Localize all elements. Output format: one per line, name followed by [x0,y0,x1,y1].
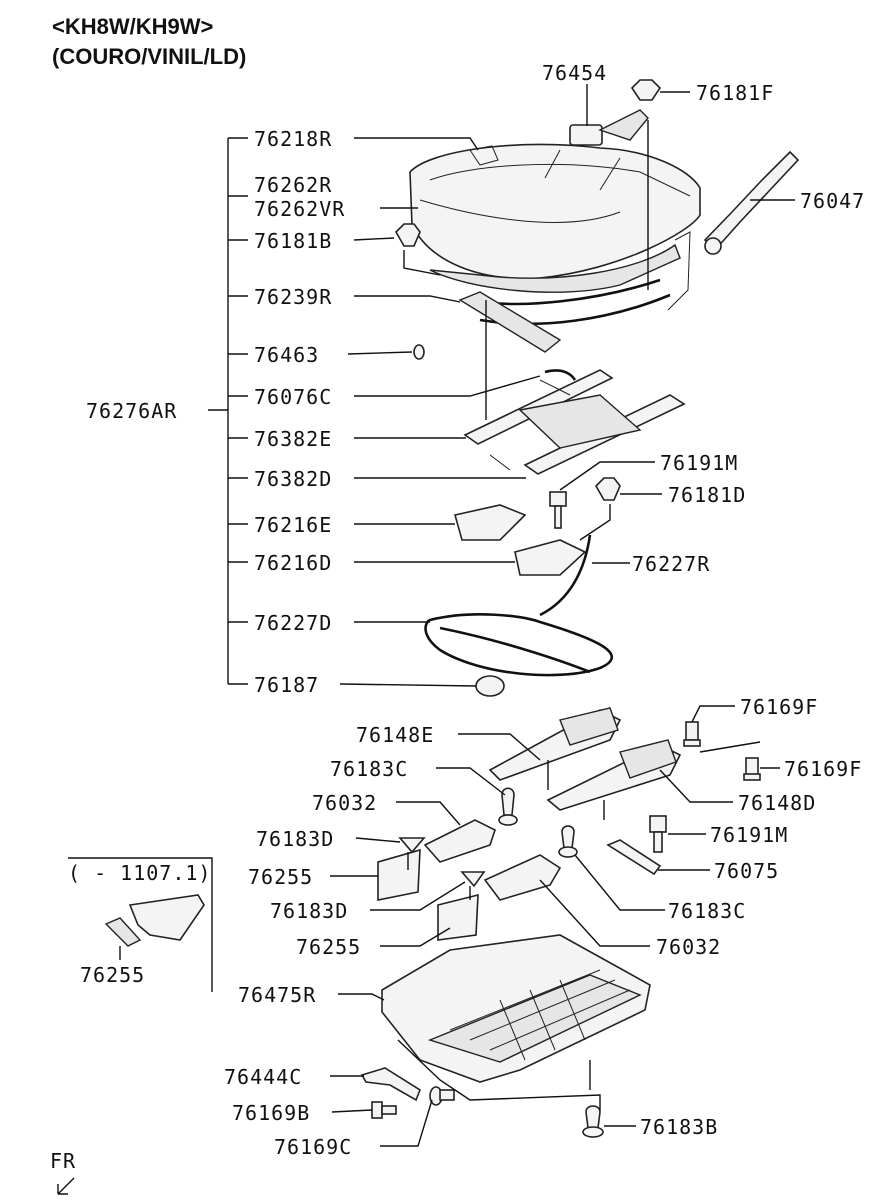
label-76227d: 76227D [254,611,332,635]
clip-76463-drawing [413,344,425,360]
label-76382e: 76382E [254,427,332,451]
strap-76047-drawing [703,150,800,255]
label-76169b: 76169B [232,1101,310,1125]
label-76444c: 76444C [224,1065,302,1089]
label-76181f: 76181F [696,81,774,105]
label-76216d: 76216D [254,551,332,575]
label-76075: 76075 [714,859,779,883]
bracket-76444c-drawing [360,1067,421,1102]
label-76148d: 76148D [738,791,816,815]
bolt-76191m-upper-drawing [549,491,567,529]
screw-76169f-lower-drawing [743,757,761,781]
inset-cover-drawing [104,894,205,947]
label-76216e: 76216E [254,513,332,537]
label-76191m-lower: 76191M [710,823,788,847]
label-76187: 76187 [254,673,319,697]
bracket-76148e-drawing [488,707,622,781]
label-76148e: 76148E [356,723,434,747]
seat-rails-drawing [463,369,686,475]
label-76047: 76047 [800,189,865,213]
bolt-76191m-lower-drawing [649,815,667,853]
label-76183c-left: 76183C [330,757,408,781]
label-76276ar: 76276AR [86,399,177,423]
label-76183d-lower: 76183D [270,899,348,923]
label-76169c: 76169C [274,1135,352,1159]
label-76169f-lower: 76169F [784,757,862,781]
bracket-76148d-drawing [546,739,682,811]
label-76262vr: 76262VR [254,197,345,221]
adjuster-76216e-drawing [454,504,527,541]
label-76475r: 76475R [238,983,316,1007]
bracket-76032-lower-drawing [483,854,562,901]
adjuster-76216d-drawing [514,539,587,576]
label-76262r: 76262R [254,173,332,197]
label-76076c: 76076C [254,385,332,409]
bracket-76032-upper-drawing [423,819,496,863]
seat-cushion-drawing [409,143,701,293]
label-76255-lower: 76255 [296,935,361,959]
label-76169f-upper: 76169F [740,695,818,719]
label-76218r: 76218R [254,127,332,151]
belt-buckle-drawing [569,109,649,146]
label-76181b: 76181B [254,229,332,253]
label-76191m-upper: 76191M [660,451,738,475]
clip-76183d-lower-drawing [460,871,486,888]
screw-76169b-drawing [371,1101,397,1119]
label-76239r: 76239R [254,285,332,309]
label-76183b: 76183B [640,1115,718,1139]
cover-76255-lower-drawing [437,893,479,941]
part-labels: 76454 76181F 76218R 76262R 76262VR 76047… [68,61,865,1159]
label-76255-upper: 76255 [248,865,313,889]
screw-76169f-upper-drawing [683,721,701,747]
label-76032-lower: 76032 [656,935,721,959]
link-76075-drawing [606,839,662,876]
nut-76181b-drawing [395,223,421,247]
cables-drawing [424,534,614,677]
trim-heading: (COURO/VINIL/LD) [52,44,246,69]
label-76032-upper: 76032 [312,791,377,815]
leader-lines [68,84,795,1147]
clip-76183d-upper-drawing [398,837,426,854]
label-76227r: 76227R [632,552,710,576]
seat-pan-76475r-drawing [381,934,651,1083]
front-direction-indicator: FR [50,1149,76,1195]
label-76183c-right: 76183C [668,899,746,923]
screw-76169c-drawing [429,1086,455,1106]
seat-frame-drawing [458,231,691,353]
front-label: FR [50,1149,76,1173]
label-76183d-upper: 76183D [256,827,334,851]
clip-76183c-right-drawing [558,825,578,858]
clip-76187-drawing [475,675,505,697]
nut-76181f-drawing [630,79,662,101]
label-76463: 76463 [254,343,319,367]
clip-76183b-drawing [582,1105,604,1138]
label-76382d: 76382D [254,467,332,491]
label-76454: 76454 [542,61,607,85]
cover-76255-upper-drawing [377,848,421,901]
nut-76181d-drawing [595,477,621,501]
inset-range-label: ( - 1107.1) [68,861,211,885]
model-code-heading: <KH8W/KH9W> [52,14,213,39]
label-76181d: 76181D [668,483,746,507]
arrow-icon [57,1177,75,1195]
clip-76183c-left-drawing [498,787,518,826]
inset-part-label: 76255 [80,963,145,987]
